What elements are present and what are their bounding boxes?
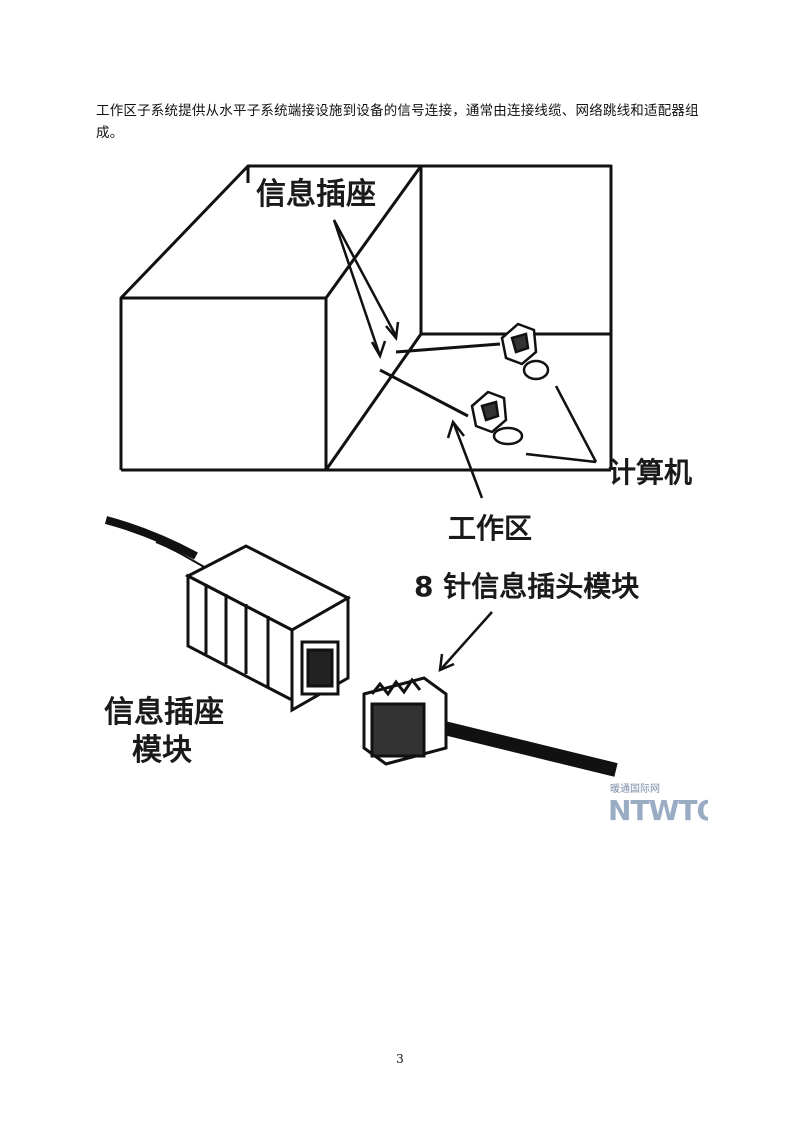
patch-cables [379,342,501,418]
ntwto-watermark-logo: 暖通国际网 NTWTO [608,782,708,827]
outlet-arrows [332,219,400,360]
room-outline [119,164,613,472]
work-area-arrow [446,419,484,499]
plug-module-label: 8 针信息插头模块 [414,570,639,603]
work-area-figure: 信息插座 [96,148,708,838]
computer-1-icon [500,322,550,381]
computer-label: 计算机 [608,456,692,489]
outlet-module-label-line1: 信息插座 [104,695,224,730]
work-area-illustration: 信息插座 [104,164,708,827]
computer-2-icon [470,390,524,446]
work-area-label: 工作区 [448,512,532,545]
watermark-brand: NTWTO [608,794,708,827]
outlet-module-illustration [104,516,352,713]
outlet-label: 信息插座 [256,177,376,212]
watermark-subtitle: 暖通国际网 [610,782,660,795]
plug-module-illustration [362,676,618,777]
computer-arrows [525,385,598,464]
page-number: 3 [396,1052,404,1066]
intro-paragraph: 工作区子系统提供从水平子系统端接设施到设备的信号连接，通常由连接线缆、网络跳线和… [96,103,699,141]
outlet-module-label-line2: 模块 [132,733,192,768]
plug-module-arrow [438,611,493,673]
